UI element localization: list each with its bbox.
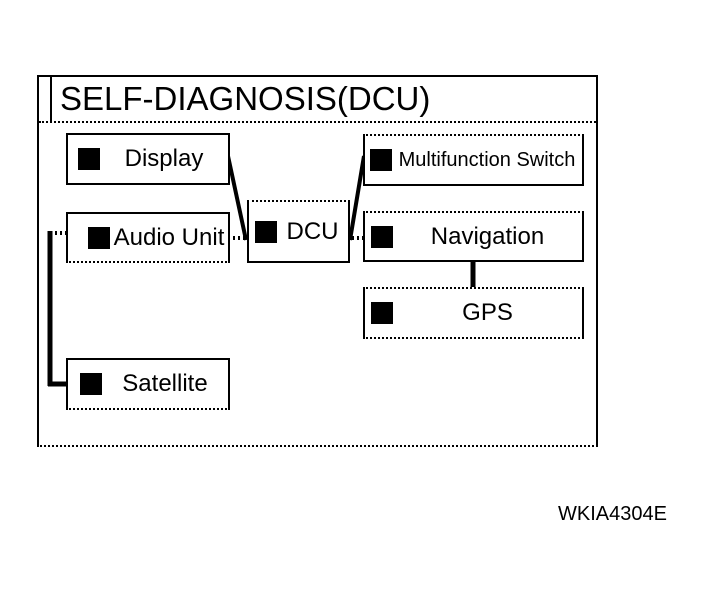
node-satellite: Satellite bbox=[66, 358, 230, 410]
node-label-navigation: Navigation bbox=[430, 222, 545, 250]
black-square-icon bbox=[371, 302, 393, 324]
node-multifunction-switch: Multifunction Switch bbox=[363, 134, 584, 186]
node-label-satellite: Satellite bbox=[122, 370, 208, 397]
node-label-multifunction-switch: Multifunction Switch bbox=[398, 148, 576, 171]
black-square-icon bbox=[255, 220, 277, 243]
node-label-gps: GPS bbox=[462, 299, 513, 326]
node-label-display: Display bbox=[124, 145, 204, 172]
node-navigation: Navigation bbox=[363, 211, 584, 262]
diagram-title: SELF-DIAGNOSIS(DCU) bbox=[60, 80, 431, 117]
node-display: Display bbox=[66, 133, 230, 185]
black-square-icon bbox=[80, 373, 102, 395]
node-label-audio-unit: Audio Unit bbox=[113, 223, 225, 251]
node-audio-unit: Audio Unit bbox=[66, 212, 230, 263]
node-dcu: DCU bbox=[247, 200, 350, 263]
black-square-icon bbox=[78, 148, 100, 170]
title-bar: SELF-DIAGNOSIS(DCU) bbox=[39, 77, 596, 123]
black-square-icon bbox=[370, 149, 392, 171]
black-square-icon bbox=[371, 225, 393, 248]
title-left-rule bbox=[50, 77, 52, 123]
node-gps: GPS bbox=[363, 287, 584, 339]
figure-code: WKIA4304E bbox=[558, 503, 667, 525]
black-square-icon bbox=[88, 226, 110, 249]
node-label-dcu: DCU bbox=[286, 217, 339, 245]
